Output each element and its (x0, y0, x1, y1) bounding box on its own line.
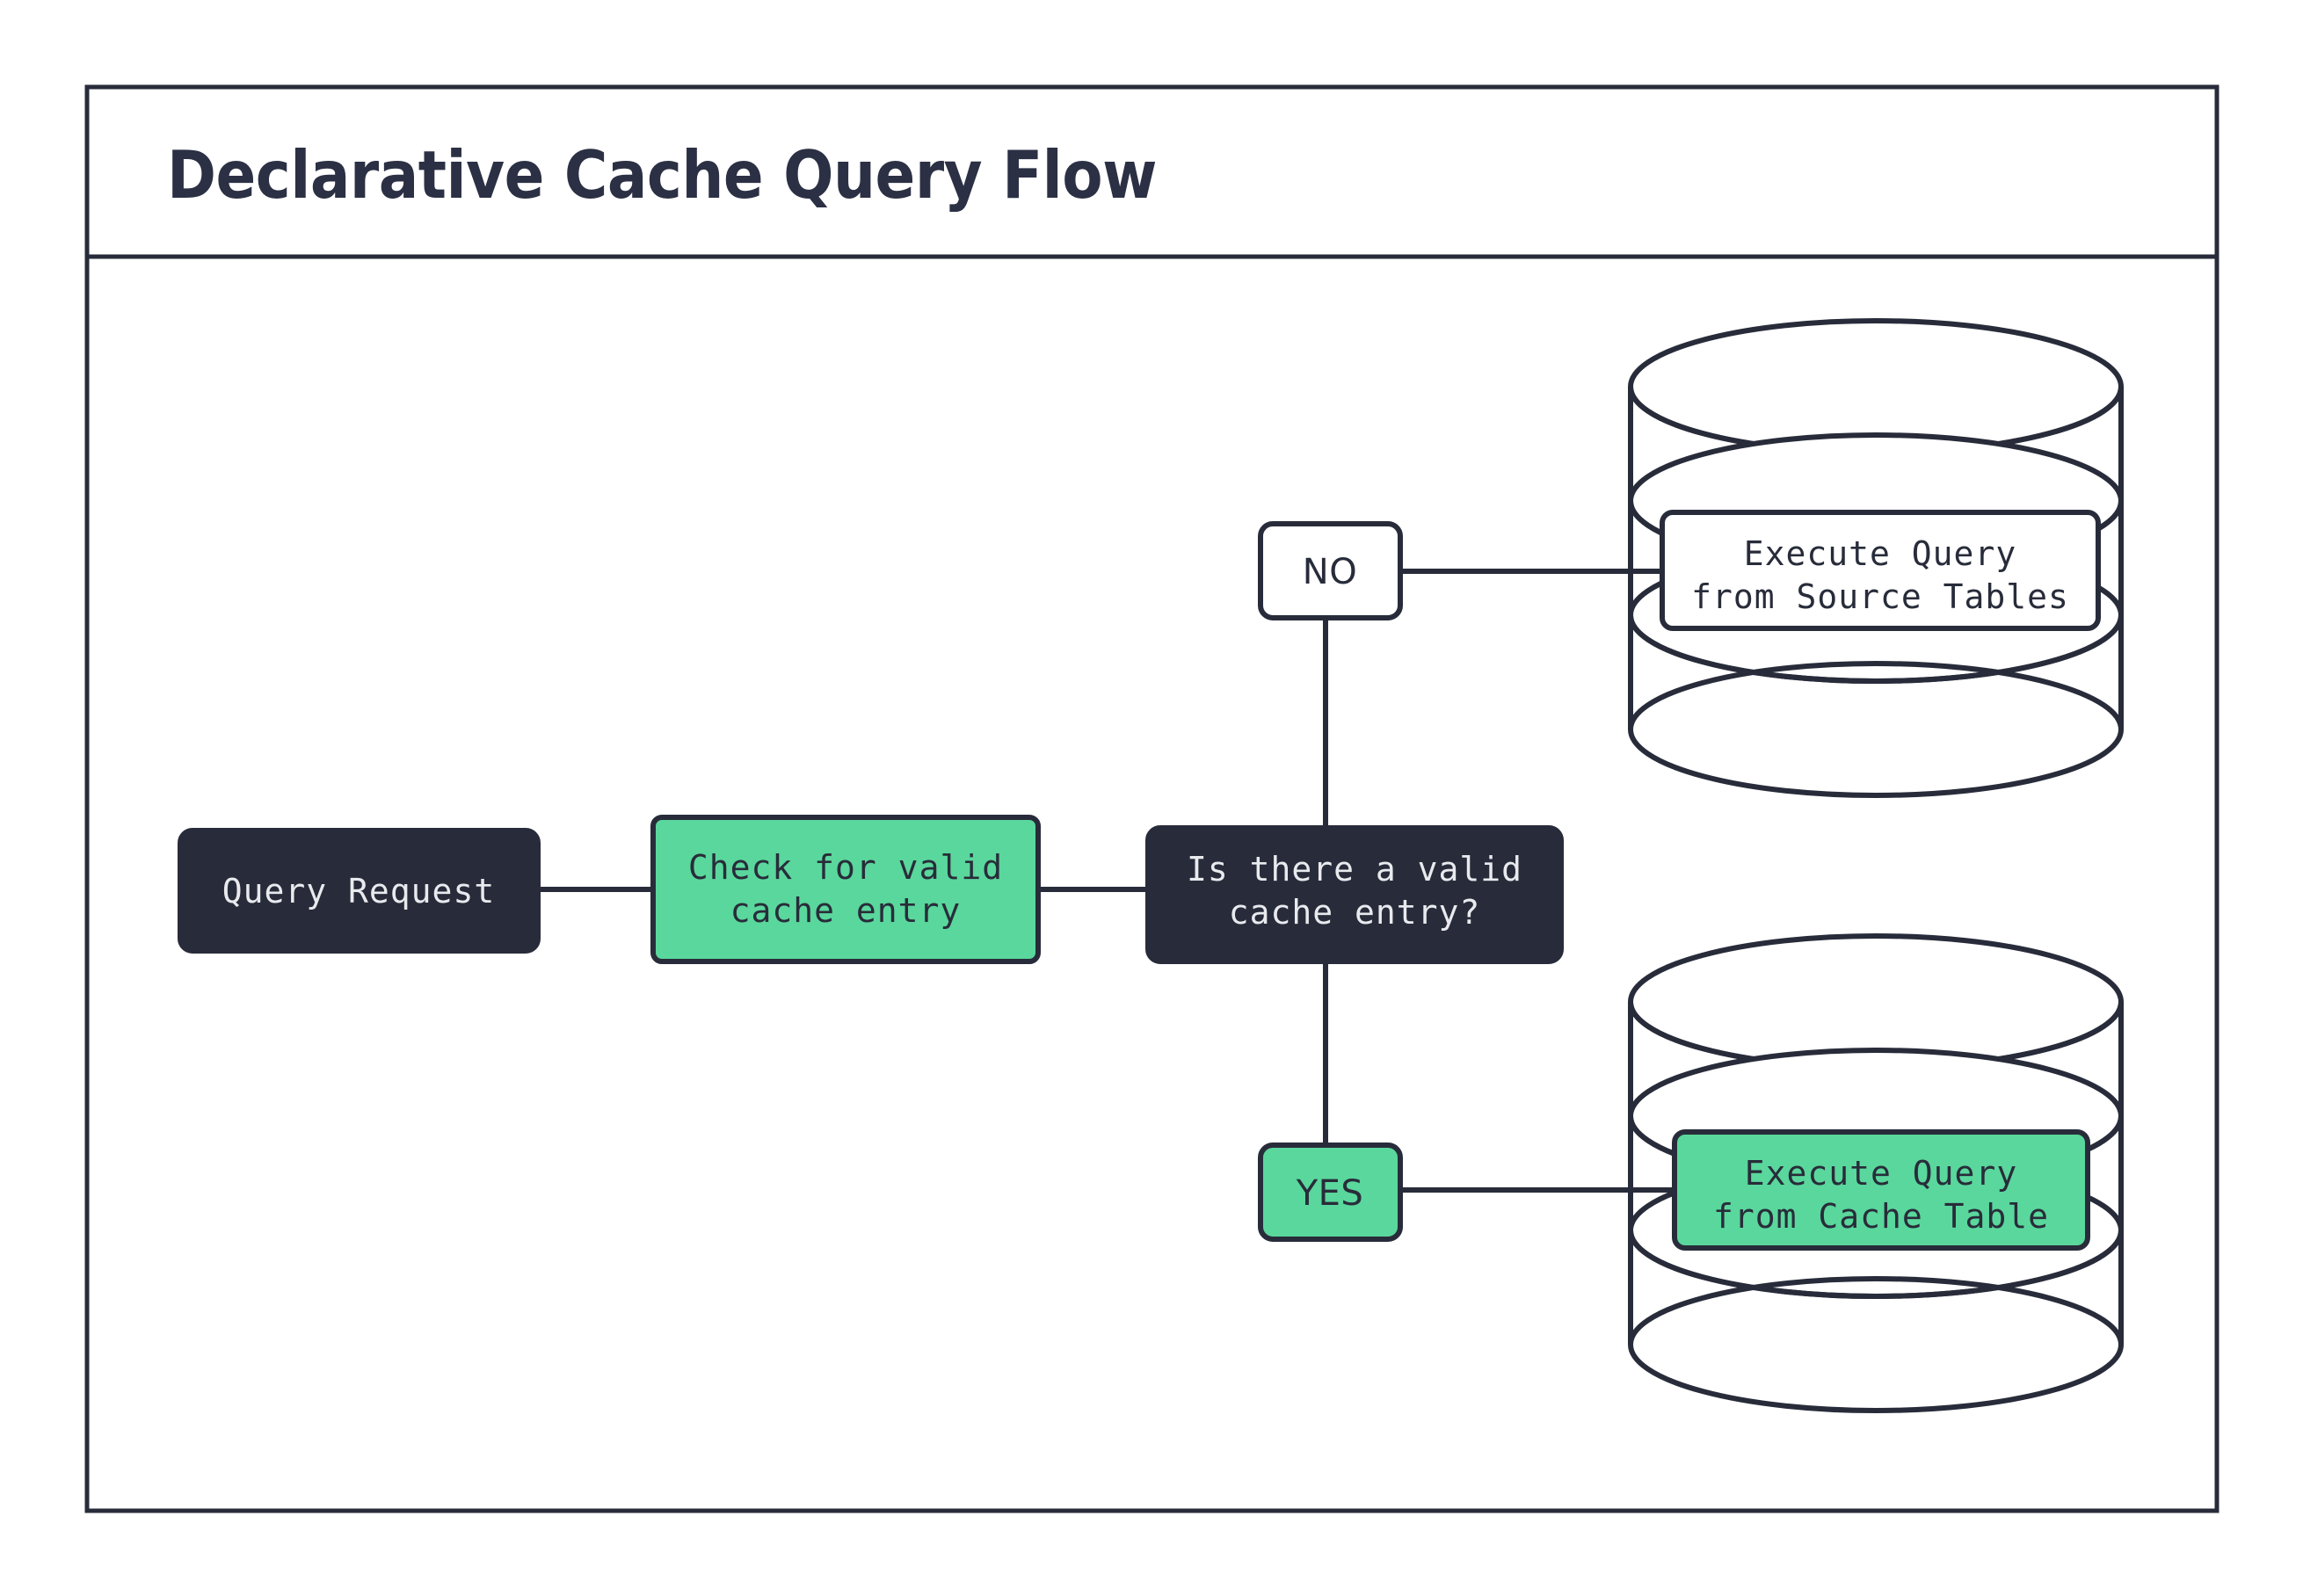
source-db-label-box[interactable] (1660, 510, 2101, 631)
check-cache-line2: cache entry (730, 891, 962, 930)
cache-db-label-box[interactable] (1672, 1129, 2090, 1251)
check-cache-line1: Check for valid (688, 848, 1003, 887)
branch-yes-text: YES (1296, 1173, 1364, 1214)
source-db-label-line1: Execute Query (1744, 534, 2016, 573)
decision-line1: Is there a valid (1187, 850, 1522, 889)
query-request-label: Query Request (222, 872, 495, 910)
cache-db-label-line1: Execute Query (1745, 1154, 2017, 1193)
node-check-cache[interactable] (650, 815, 1041, 964)
page-title: Declarative Cache Query Flow (167, 136, 1157, 214)
diagram-frame (84, 84, 2219, 1513)
branch-no-text: NO (1303, 552, 1357, 592)
source-db-label-line2: from Source Tables (1691, 577, 2069, 616)
branch-label-yes[interactable] (1258, 1143, 1403, 1242)
decision-line2: cache entry? (1229, 893, 1481, 932)
node-decision-valid-cache[interactable] (1145, 825, 1564, 964)
branch-label-no[interactable] (1258, 521, 1403, 620)
cache-db-label-line2: from Cache Table (1713, 1197, 2049, 1236)
node-query-request[interactable] (178, 828, 541, 954)
